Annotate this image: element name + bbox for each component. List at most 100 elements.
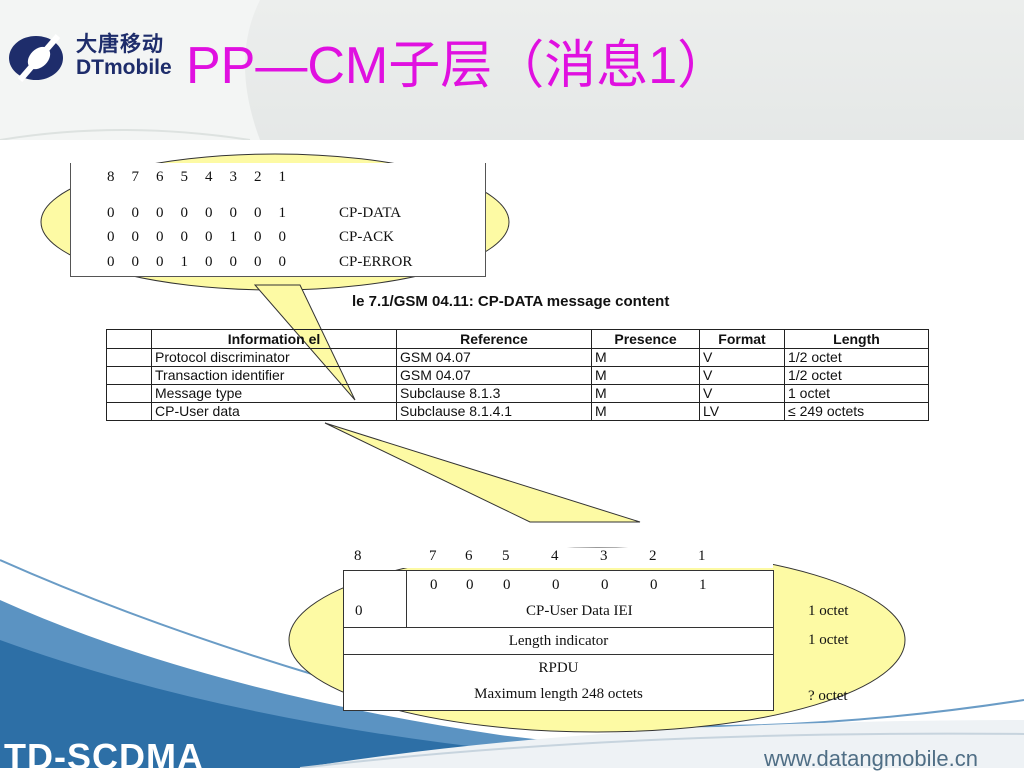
table-cell: Subclause 8.1.4.1 — [396, 402, 592, 421]
bit-label: 3 — [229, 169, 238, 185]
table-cell — [106, 384, 152, 403]
column-header: Presence — [591, 329, 700, 349]
column-header: Information el — [151, 329, 397, 349]
table-cell: Protocol discriminator — [151, 348, 397, 367]
message-type-name: CP-DATA — [339, 205, 402, 221]
iei-bit: 0 — [650, 577, 658, 593]
bit-value: 1 — [278, 205, 287, 221]
table-cell: GSM 04.07 — [396, 366, 592, 385]
table-cell: M — [591, 366, 700, 385]
table-caption: le 7.1/GSM 04.11: CP-DATA message conten… — [352, 293, 670, 310]
bit-value: 0 — [254, 229, 262, 245]
iei-bit: 0 — [601, 577, 609, 593]
length-row: Length indicator — [344, 628, 773, 655]
table-cell: LV — [699, 402, 785, 421]
structure-grid: 0 0 0 0 0 0 1 0 CP-User Data IEI Length … — [343, 570, 774, 711]
structure-bit-header: 8 7 6 5 4 3 2 1 — [343, 548, 773, 568]
bit-value: 0 — [229, 254, 238, 270]
table-cell: V — [699, 384, 785, 403]
bit-label: 8 — [354, 548, 362, 564]
bit-label: 1 — [698, 548, 706, 564]
bit-value: 0 — [107, 229, 115, 245]
bit-label: 6 — [465, 548, 473, 564]
table-cell: Subclause 8.1.3 — [396, 384, 592, 403]
table-cell: M — [591, 348, 700, 367]
bit-label: 2 — [649, 548, 657, 564]
bit-label: 4 — [551, 548, 559, 564]
bit-value: 1 — [180, 254, 189, 270]
bit-value: 0 — [131, 205, 140, 221]
bit-value: 0 — [156, 229, 164, 245]
slide-title: PP—CM子层（消息1） — [186, 37, 730, 95]
bit-value: 0 — [180, 205, 189, 221]
table-cell: Message type — [151, 384, 397, 403]
iei-bit: 0 — [503, 577, 511, 593]
iei-bit: 1 — [699, 577, 707, 593]
bit-label: 4 — [205, 169, 213, 185]
table-cell: 1/2 octet — [784, 348, 929, 367]
bit-label: 2 — [254, 169, 262, 185]
bit-value: 0 — [107, 205, 115, 221]
bit-value: 0 — [131, 254, 140, 270]
octet-count: ? octet — [808, 688, 848, 704]
bit-value: 0 — [205, 229, 213, 245]
table-cell: M — [591, 402, 700, 421]
table-cell — [106, 348, 152, 367]
table-header-row: Information el Reference Presence Format… — [106, 329, 929, 349]
bit-value: 0 — [229, 205, 238, 221]
column-header: Format — [699, 329, 785, 349]
octet-count: 1 octet — [808, 632, 849, 648]
footer-url: www.datangmobile.cn — [764, 746, 979, 771]
user-data-structure: 8 7 6 5 4 3 2 1 0 0 0 0 0 0 1 0 CP-User … — [343, 548, 774, 711]
table-cell: Transaction identifier — [151, 366, 397, 385]
length-indicator-label: Length indicator — [508, 633, 609, 649]
table-cell: CP-User data — [151, 402, 397, 421]
table-cell: ≤ 249 octets — [784, 402, 929, 421]
bit-value: 0 — [107, 254, 115, 270]
table-cell: GSM 04.07 — [396, 348, 592, 367]
bit-label: 6 — [156, 169, 164, 185]
bit-label: 1 — [278, 169, 287, 185]
table-cell — [106, 402, 152, 421]
datang-logo — [6, 22, 201, 102]
message-type-name: CP-ACK — [339, 229, 395, 245]
message-content-table: Information el Reference Presence Format… — [106, 329, 929, 421]
bit-label: 5 — [180, 169, 189, 185]
octet-count: 1 octet — [808, 603, 849, 619]
table-cell: 1/2 octet — [784, 366, 929, 385]
logo-english-text: DTmobile — [76, 56, 172, 80]
bit-label: 3 — [600, 548, 608, 564]
bit-label: 8 — [107, 169, 115, 185]
bit-value: 0 — [278, 229, 287, 245]
column-header: Reference — [396, 329, 592, 349]
bit-value: 0 — [180, 229, 189, 245]
header-swoosh — [0, 0, 260, 140]
table-cell: V — [699, 348, 785, 367]
rpdu-label: RPDU — [538, 660, 579, 676]
rpdu-max-length: Maximum length 248 octets — [474, 686, 643, 702]
iei-divider — [406, 571, 407, 627]
bit-label: 5 — [502, 548, 510, 564]
bit-value: 0 — [205, 254, 213, 270]
iei-bit: 0 — [552, 577, 560, 593]
column-header: Length — [784, 329, 929, 349]
table-cell: 1 octet — [784, 384, 929, 403]
table-cell — [106, 366, 152, 385]
table-cell: V — [699, 366, 785, 385]
logo-chinese-text: 大唐移动 — [76, 32, 164, 56]
iei-bit: 0 — [466, 577, 474, 593]
bit-value: 0 — [156, 205, 164, 221]
bit-value: 0 — [254, 205, 262, 221]
logo-mobile: mobile — [104, 56, 172, 79]
column-header — [106, 329, 152, 349]
bit-value: 0 — [254, 254, 262, 270]
